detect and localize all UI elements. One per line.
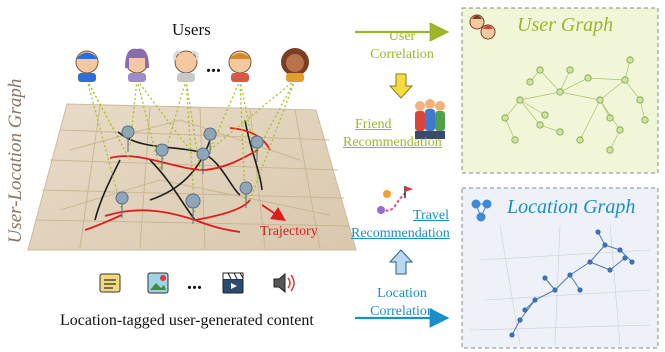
text-post-icon	[99, 273, 121, 293]
down-block-arrow	[388, 73, 414, 99]
user-avatars	[75, 48, 309, 82]
users-label: Users	[172, 20, 211, 39]
location-correlation-line1: Location	[377, 286, 427, 301]
user-avatar-icon	[228, 50, 252, 82]
user-correlation-line1: User	[388, 29, 416, 44]
user-location-graph-title: User-Location Graph	[5, 78, 26, 244]
travel-recommendation-line1: Travel	[413, 208, 450, 223]
user-avatar-icon	[173, 50, 199, 82]
location-pin-icon	[121, 125, 135, 153]
location-pin-icon	[203, 127, 217, 155]
up-block-arrow	[388, 249, 414, 275]
trajectory-label: Trajectory	[260, 224, 318, 239]
location-pin-icon	[115, 191, 129, 219]
location-pin-icon	[250, 135, 264, 163]
user-graph-network	[501, 56, 649, 154]
location-pin-icon	[155, 143, 169, 171]
location-graph-panel	[461, 187, 659, 349]
travel-recommendation-line2: Recommendation	[351, 226, 450, 241]
location-pin-icon	[185, 193, 201, 225]
user-avatar-icon	[125, 48, 149, 82]
location-graph-icon	[471, 199, 492, 222]
user-avatar-icon	[75, 50, 99, 82]
friend-recommendation-line2: Recommendation	[343, 135, 442, 150]
audio-speaker-icon	[273, 272, 295, 294]
location-pin-icon	[239, 181, 253, 209]
users-ellipsis: ...	[206, 55, 221, 77]
location-graph-title: Location Graph	[507, 196, 636, 218]
location-pin-icon	[196, 147, 210, 175]
location-pins	[115, 125, 264, 225]
trajectory-paths	[84, 127, 286, 233]
friend-group-icon	[415, 99, 445, 139]
user-avatar-icon	[281, 48, 309, 82]
route-icon	[377, 186, 413, 214]
content-caption: Location-tagged user-generated content	[60, 312, 314, 329]
content-ellipsis: ...	[187, 272, 202, 294]
location-graph-network	[469, 224, 651, 346]
photo-icon	[147, 272, 169, 294]
user-graph-icon	[469, 14, 496, 40]
user-correlation-line2: Correlation	[370, 47, 434, 62]
video-clapper-icon	[222, 272, 244, 294]
location-correlation-line2: Correlation	[370, 304, 434, 319]
friend-recommendation-line1: Friend	[355, 117, 392, 132]
user-graph-title: User Graph	[517, 14, 614, 36]
content-icons	[99, 272, 295, 294]
